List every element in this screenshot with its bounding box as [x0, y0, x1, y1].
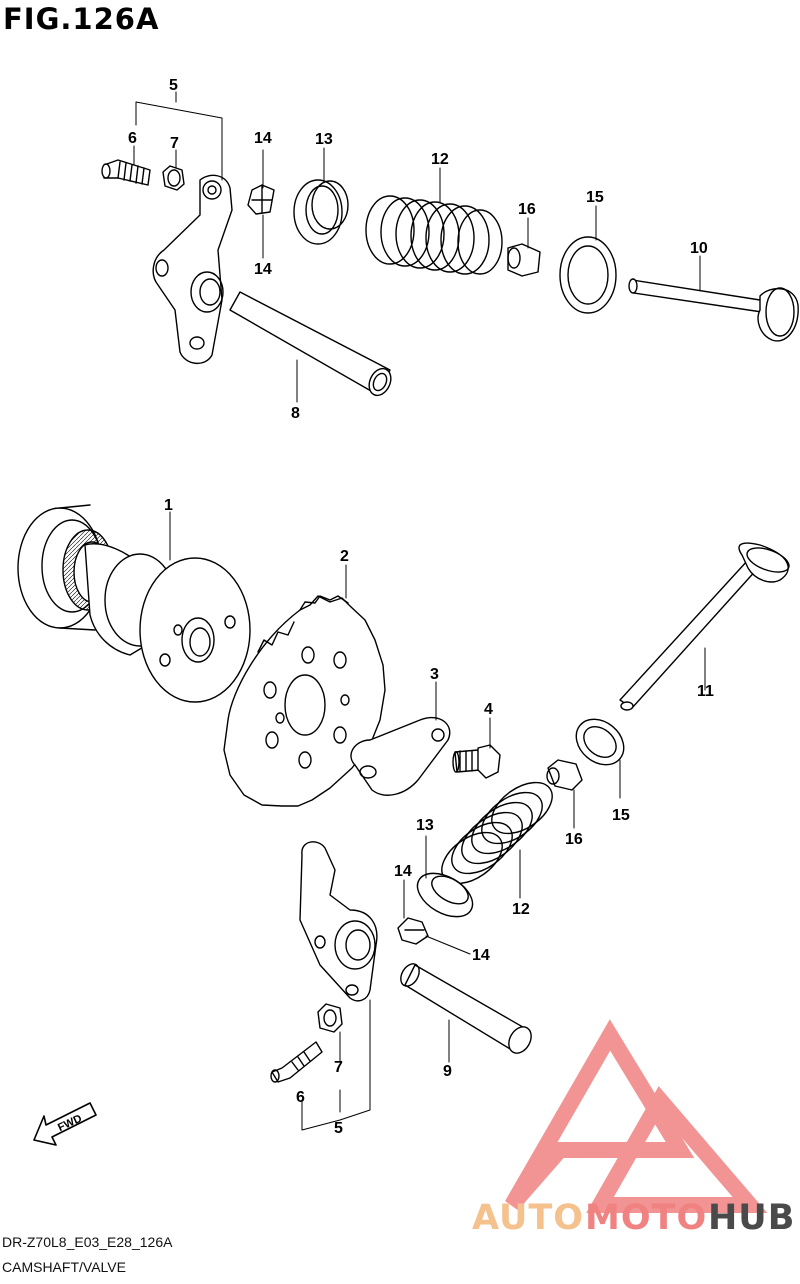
part-2-cam-sprocket — [223, 595, 386, 807]
callout-14-bottom-a: 14 — [394, 863, 412, 880]
callout-6-bottom: 6 — [296, 1089, 305, 1106]
callout-2: 2 — [340, 548, 349, 565]
part-6-adjuster-screw-bottom — [270, 1041, 323, 1083]
callout-15-bottom: 15 — [612, 807, 630, 824]
callout-9: 9 — [443, 1063, 452, 1080]
watermark-logo — [505, 1019, 768, 1213]
callout-3: 3 — [430, 666, 439, 683]
callout-16-top: 16 — [518, 201, 536, 218]
fwd-arrow-icon — [33, 1102, 97, 1146]
callout-6-top: 6 — [128, 130, 137, 147]
leader-lines — [133, 91, 706, 1131]
callout-5-top: 5 — [169, 77, 178, 94]
part-4-bolt — [452, 744, 501, 779]
fwd-label: FWD — [56, 1113, 84, 1134]
part-8-rocker-shaft — [229, 291, 392, 397]
part-15-spring-seat-bottom — [575, 718, 625, 766]
watermark-text-auto: AUTO — [472, 1198, 585, 1238]
callout-7-top: 7 — [170, 135, 179, 152]
part-3-retainer-plate — [350, 716, 451, 796]
callout-12-top: 12 — [431, 151, 449, 168]
callout-15-top: 15 — [586, 189, 604, 206]
part-13-spring-retainer-bottom — [416, 872, 474, 918]
diagram-code: DR-Z70L8_E03_E28_126A — [2, 1234, 173, 1250]
part-15-spring-seat-top — [559, 236, 617, 314]
callout-5-bottom: 5 — [334, 1120, 343, 1137]
callout-13-bottom: 13 — [416, 817, 434, 834]
callout-13-top: 13 — [315, 131, 333, 148]
figure-title: FIG.126A — [3, 2, 160, 36]
callout-12-bottom: 12 — [512, 901, 530, 918]
callout-14-bottom-b: 14 — [472, 947, 490, 964]
callout-4: 4 — [484, 701, 493, 718]
part-9-rocker-shaft — [400, 963, 532, 1054]
part-14-valve-cotter-bottom — [397, 917, 429, 945]
part-7-lock-nut-top — [162, 165, 185, 191]
callout-8: 8 — [291, 405, 300, 422]
part-13-spring-retainer-top — [293, 179, 349, 245]
callout-7-bottom: 7 — [334, 1059, 343, 1076]
part-1-camshaft — [17, 504, 251, 703]
callout-16-bottom: 16 — [565, 831, 583, 848]
part-6-adjuster-screw-top — [101, 159, 151, 186]
part-12-valve-spring-top — [365, 195, 503, 275]
part-7-lock-nut-bottom — [317, 1003, 343, 1033]
part-5-rocker-arm-top — [152, 174, 233, 364]
callout-14-top-b: 14 — [254, 261, 272, 278]
part-14-valve-cotter-top — [247, 184, 275, 215]
watermark-text-moto: MOTO — [585, 1198, 708, 1238]
part-16-stem-seal-bottom — [546, 759, 583, 791]
callout-14-top-a: 14 — [254, 130, 272, 147]
part-10-valve-top — [628, 278, 799, 342]
part-12-valve-spring-bottom — [441, 781, 553, 885]
part-5-rocker-arm-bottom — [299, 841, 378, 1002]
diagram-caption: CAMSHAFT/VALVE — [2, 1259, 126, 1275]
callout-1: 1 — [164, 497, 173, 514]
part-11-valve-bottom — [619, 542, 790, 711]
callout-10: 10 — [690, 240, 708, 257]
watermark-text-hub: HUB — [708, 1198, 796, 1238]
part-16-stem-seal-top — [507, 243, 541, 277]
callout-11: 11 — [697, 683, 714, 700]
